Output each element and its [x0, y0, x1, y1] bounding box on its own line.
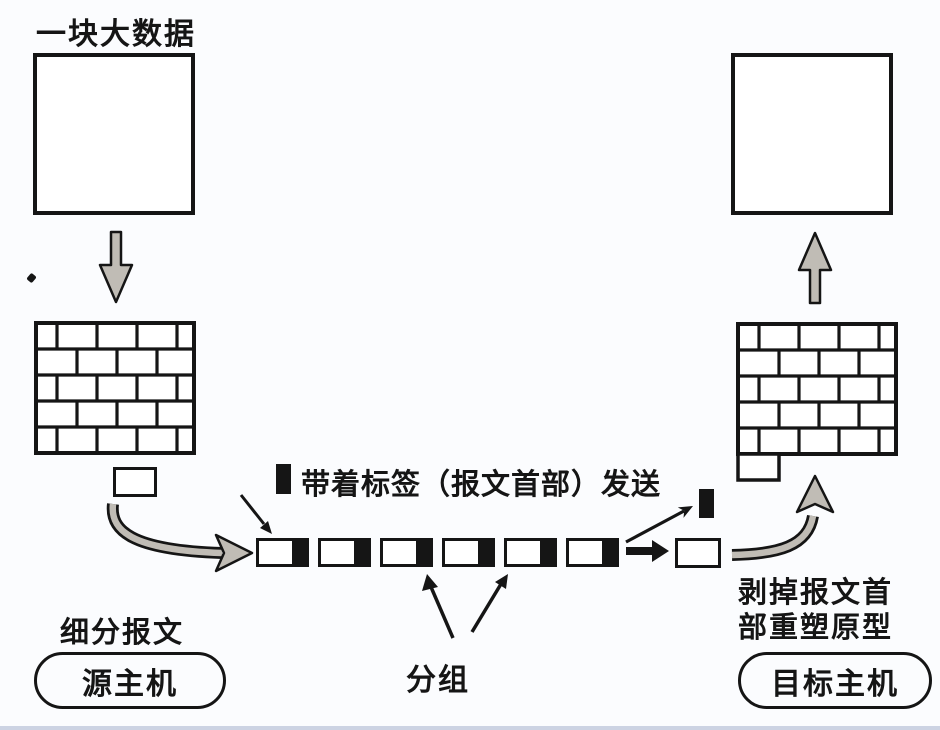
source-host-badge: 源主机 — [34, 652, 226, 709]
ink-speck — [26, 272, 37, 284]
packet-header-tag — [354, 541, 368, 564]
packet — [318, 538, 371, 567]
packet — [256, 538, 309, 567]
big-data-block-dest — [731, 53, 893, 215]
payload-block — [675, 538, 721, 568]
down-arrow-icon — [98, 230, 134, 304]
source-host-label: 源主机 — [82, 667, 178, 701]
stripped-header-block — [699, 489, 714, 518]
legend-label: 带着标签（报文首部）发送 — [301, 469, 662, 501]
subdivide-label: 细分报文 — [60, 617, 185, 649]
detached-brick — [113, 467, 157, 497]
packet — [442, 538, 495, 567]
packet-header-tag — [602, 541, 616, 564]
big-data-label: 一块大数据 — [36, 18, 196, 51]
black-right-arrow-icon — [626, 540, 669, 562]
big-data-block-source — [33, 53, 195, 215]
pointer-arrow-header-icon — [625, 506, 693, 544]
packet-row — [256, 538, 619, 567]
header-tag-swatch — [276, 464, 291, 494]
bottom-border — [0, 726, 940, 730]
strip-header-label-line2: 部重塑原型 — [738, 612, 894, 644]
strip-header-label-line1: 剥掉报文首 — [738, 577, 894, 609]
fragmented-data-source — [34, 321, 196, 455]
group-label: 分组 — [406, 664, 470, 697]
dest-host-label: 目标主机 — [771, 667, 899, 701]
packet — [504, 538, 557, 567]
curved-arrow-dest-icon — [731, 474, 835, 561]
packet — [566, 538, 619, 567]
packet-header-tag — [478, 541, 492, 564]
group-arrows-icon — [422, 574, 508, 639]
packet-header-tag — [416, 541, 430, 564]
up-arrow-icon — [797, 231, 833, 305]
packet — [380, 538, 433, 567]
fragmented-data-dest — [736, 322, 898, 482]
dest-host-badge: 目标主机 — [738, 652, 932, 709]
pointer-arrow-first-packet-icon — [239, 494, 272, 534]
packet-header-tag — [292, 541, 306, 564]
curved-arrow-source-icon — [106, 503, 254, 573]
packet-header-tag — [540, 541, 554, 564]
